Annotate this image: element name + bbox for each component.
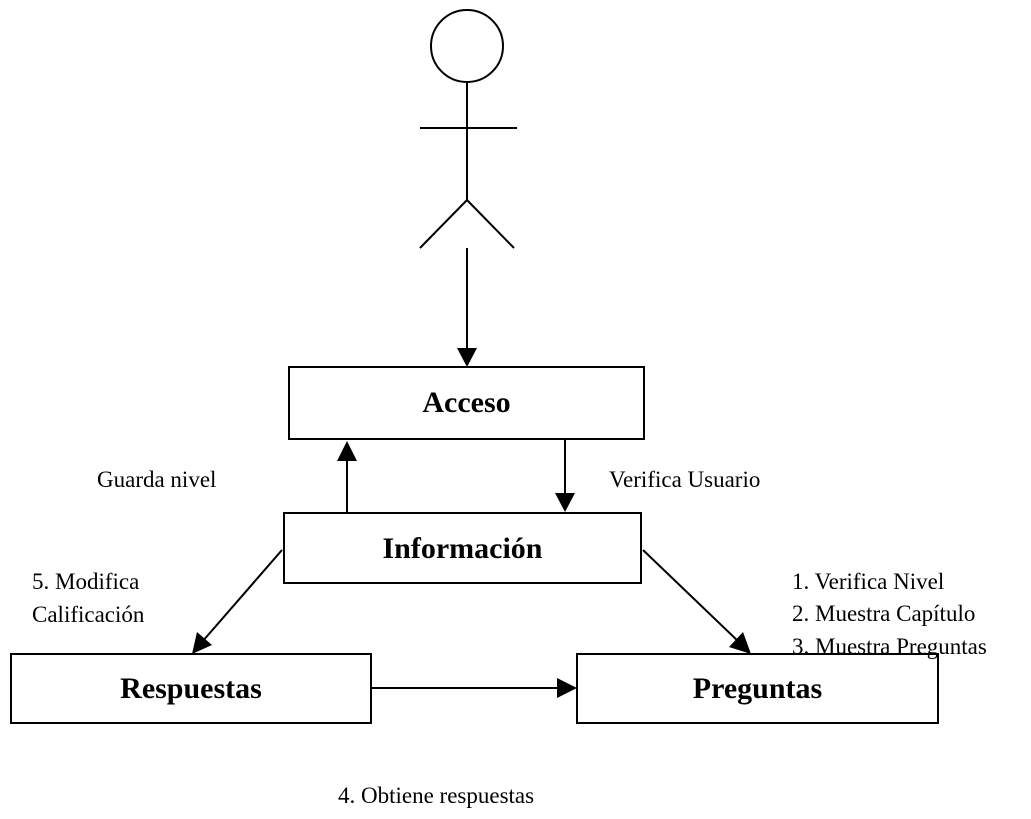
edge-actor-acceso bbox=[457, 248, 477, 367]
node-informacion-label: Información bbox=[383, 532, 543, 565]
label-preguntas-step1: 1. Verifica Nivel bbox=[792, 569, 944, 594]
node-respuestas-label: Respuestas bbox=[120, 672, 262, 705]
node-respuestas: Respuestas bbox=[10, 653, 372, 724]
node-acceso: Acceso bbox=[288, 366, 645, 440]
node-preguntas-label: Preguntas bbox=[693, 672, 822, 705]
label-modifica-line1: 5. Modifica bbox=[32, 569, 139, 594]
edge-respuestas-preguntas bbox=[371, 678, 577, 698]
node-preguntas: Preguntas bbox=[576, 653, 939, 724]
label-guarda-nivel: Guarda nivel bbox=[97, 467, 216, 492]
label-verifica-usuario: Verifica Usuario bbox=[609, 467, 760, 492]
edge-guarda-nivel bbox=[337, 441, 357, 513]
label-obtiene-respuestas: 4. Obtiene respuestas bbox=[338, 783, 534, 808]
label-preguntas-step3: 3. Muestra Preguntas bbox=[792, 634, 987, 659]
label-preguntas-step2: 2. Muestra Capítulo bbox=[792, 601, 975, 626]
actor-right-leg bbox=[466, 199, 515, 249]
edge-verifica-usuario bbox=[555, 439, 575, 512]
actor-figure bbox=[419, 9, 517, 249]
label-modifica-line2: Calificación bbox=[32, 602, 145, 627]
node-informacion: Información bbox=[283, 512, 642, 584]
node-acceso-label: Acceso bbox=[422, 386, 510, 419]
edge-informacion-preguntas bbox=[642, 549, 751, 654]
actor-left-leg bbox=[419, 199, 468, 249]
edge-informacion-respuestas bbox=[192, 549, 283, 654]
actor-head bbox=[430, 9, 504, 83]
